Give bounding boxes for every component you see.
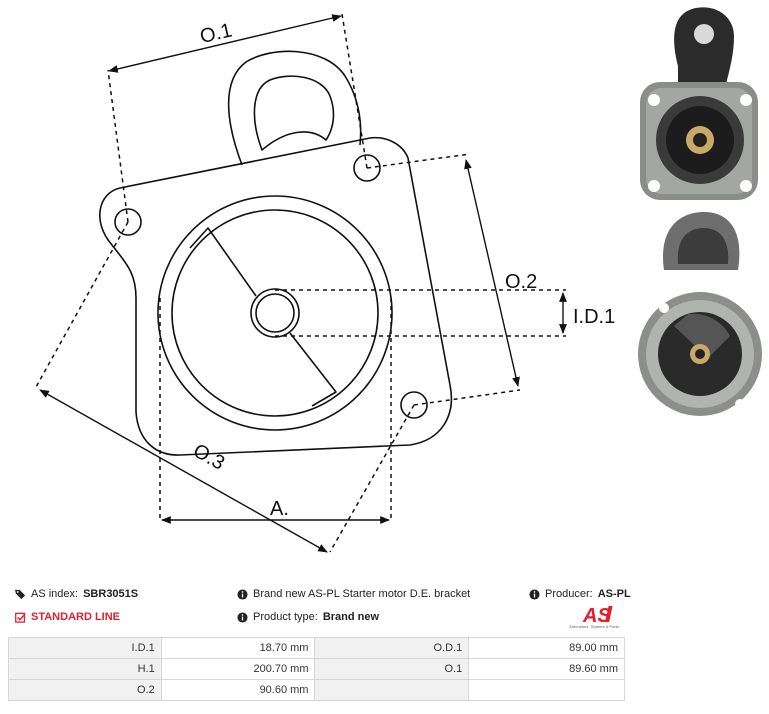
- product-type-row: Product type: Brand new: [237, 611, 379, 623]
- producer-label: Producer:: [545, 588, 593, 600]
- dim-o3: [39, 389, 328, 553]
- spec-label: O.2: [8, 679, 162, 701]
- svg-text:AS: AS: [582, 605, 611, 624]
- product-type-value: Brand new: [322, 611, 380, 623]
- spec-value: 89.00 mm: [468, 637, 625, 659]
- spec-label: O.D.1: [314, 637, 470, 659]
- dim-o2: [464, 159, 520, 387]
- info-icon: [237, 588, 248, 600]
- spec-label: I.D.1: [8, 637, 162, 659]
- spec-label: O.1: [314, 658, 470, 680]
- as-index-label: AS index:: [31, 588, 79, 600]
- info-icon: [237, 611, 248, 623]
- label-o1: O.1: [198, 19, 234, 48]
- spec-value: 18.70 mm: [160, 637, 316, 659]
- specs-table: I.D.1 18.70 mm O.D.1 89.00 mm H.1 200.70…: [8, 637, 625, 701]
- mount-hole-right: [400, 391, 428, 419]
- product-description: Brand new AS-PL Starter motor D.E. brack…: [253, 588, 471, 600]
- dim-o1: [108, 14, 342, 73]
- as-index-value: SBR3051S: [83, 588, 139, 600]
- tags-icon: [15, 589, 26, 599]
- product-photo-front: [634, 4, 766, 206]
- bracket-diagram: O.1 O.2 O.3 A. I.D.1: [35, 13, 615, 553]
- producer-value: AS-PL: [597, 588, 631, 600]
- spec-label: [314, 679, 470, 701]
- spec-value: 89.60 mm: [468, 658, 625, 680]
- info-icon: [529, 588, 540, 600]
- label-o2: O.2: [505, 271, 537, 293]
- producer-row: Producer: AS-PL: [529, 588, 631, 600]
- inner-ring: [171, 209, 379, 417]
- as-pl-logo: AS Alternators, Starters & Parts: [563, 604, 625, 632]
- product-type-label: Product type:: [253, 611, 318, 623]
- spec-value: 90.60 mm: [160, 679, 316, 701]
- top-lug-hole: [253, 75, 335, 151]
- spec-value: [468, 679, 625, 701]
- logo-tagline: Alternators, Starters & Parts: [569, 624, 619, 629]
- center-bore: [250, 288, 300, 338]
- table-row: H.1 200.70 mm O.1 89.60 mm: [8, 658, 625, 680]
- product-photo-back: [634, 208, 766, 420]
- spec-label: H.1: [8, 658, 162, 680]
- table-row: O.2 90.60 mm: [8, 679, 625, 701]
- mount-hole-left: [114, 208, 142, 236]
- outer-ring: [157, 195, 393, 431]
- bracket-body: [99, 136, 453, 456]
- as-index-row: AS index: SBR3051S: [15, 588, 138, 600]
- checkbox-icon: [15, 612, 26, 623]
- standard-line-row: STANDARD LINE: [15, 611, 120, 623]
- top-lug-outline: [227, 50, 362, 166]
- mount-hole-top: [353, 154, 381, 182]
- label-id1: I.D.1: [573, 306, 615, 328]
- label-o3: O.3: [189, 440, 228, 475]
- label-a: A.: [270, 498, 289, 520]
- description-row: Brand new AS-PL Starter motor D.E. brack…: [237, 588, 470, 600]
- table-row: I.D.1 18.70 mm O.D.1 89.00 mm: [8, 637, 625, 659]
- standard-line-label: STANDARD LINE: [31, 611, 121, 623]
- spec-value: 200.70 mm: [160, 658, 316, 680]
